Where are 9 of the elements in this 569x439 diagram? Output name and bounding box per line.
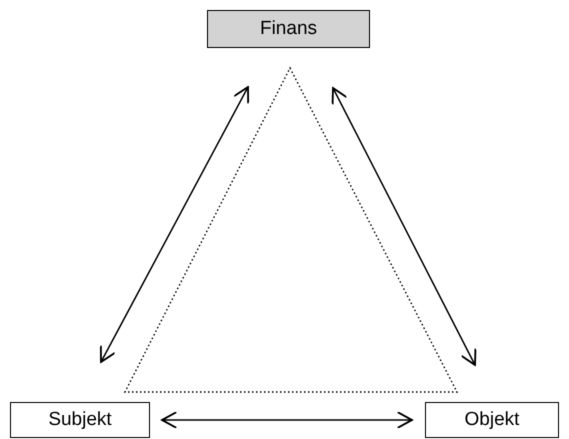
double-arrow bbox=[332, 87, 476, 366]
label-box bbox=[10, 402, 150, 438]
node-label: Subjekt bbox=[48, 409, 112, 431]
label-box bbox=[425, 402, 559, 438]
double-arrow bbox=[100, 86, 250, 363]
node-label: Finans bbox=[260, 18, 318, 40]
double-arrow bbox=[161, 411, 413, 429]
node-label: Objekt bbox=[464, 409, 520, 431]
label-box bbox=[207, 10, 370, 48]
